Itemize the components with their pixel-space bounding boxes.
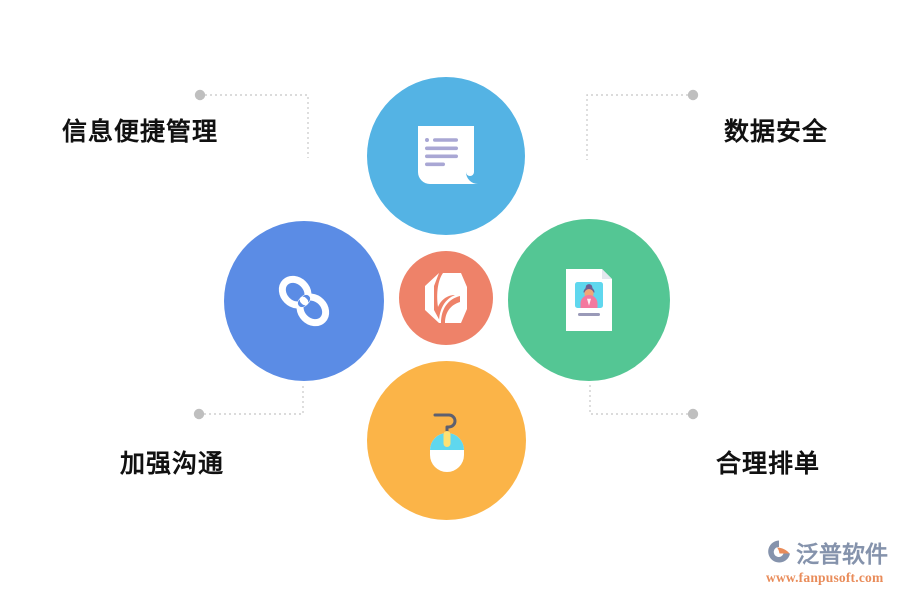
label-data-security: 数据安全 (724, 117, 829, 146)
computer-mouse-icon (429, 413, 464, 472)
watermark-url-text: www.fanpusoft.com (766, 569, 884, 585)
scroll-document-icon (418, 126, 478, 184)
label-strengthen-communication: 加强沟通 (120, 449, 225, 478)
node-strengthen-communication[interactable] (224, 221, 384, 381)
node-data-security[interactable] (508, 219, 670, 381)
label-reasonable-order: 合理排单 (716, 449, 821, 478)
connector-path-bottom-left (199, 383, 304, 415)
watermark-brand-text: 泛普软件 (796, 541, 888, 568)
hexagon-leaf-logo-icon (425, 273, 467, 323)
fanpu-logo-mark-icon (768, 540, 790, 563)
connector-dot-top-right (687, 89, 699, 101)
label-info-management: 信息便捷管理 (62, 117, 219, 146)
watermark-logo: 泛普软件 www.fanpusoft.com (766, 531, 894, 589)
watermark-brand-row: 泛普软件 (766, 535, 888, 569)
chain-link-icon (278, 275, 330, 327)
connector-dot-top-left (194, 89, 206, 101)
connector-dot-bottom-right (687, 408, 699, 420)
node-info-management[interactable] (367, 77, 525, 235)
connector-dot-bottom-left (193, 408, 205, 420)
connector-path-top-right (586, 94, 693, 160)
connector-path-bottom-right (589, 383, 693, 415)
node-center-logo[interactable] (399, 251, 493, 345)
node-reasonable-order[interactable] (367, 361, 526, 520)
id-card-icon (566, 269, 612, 331)
